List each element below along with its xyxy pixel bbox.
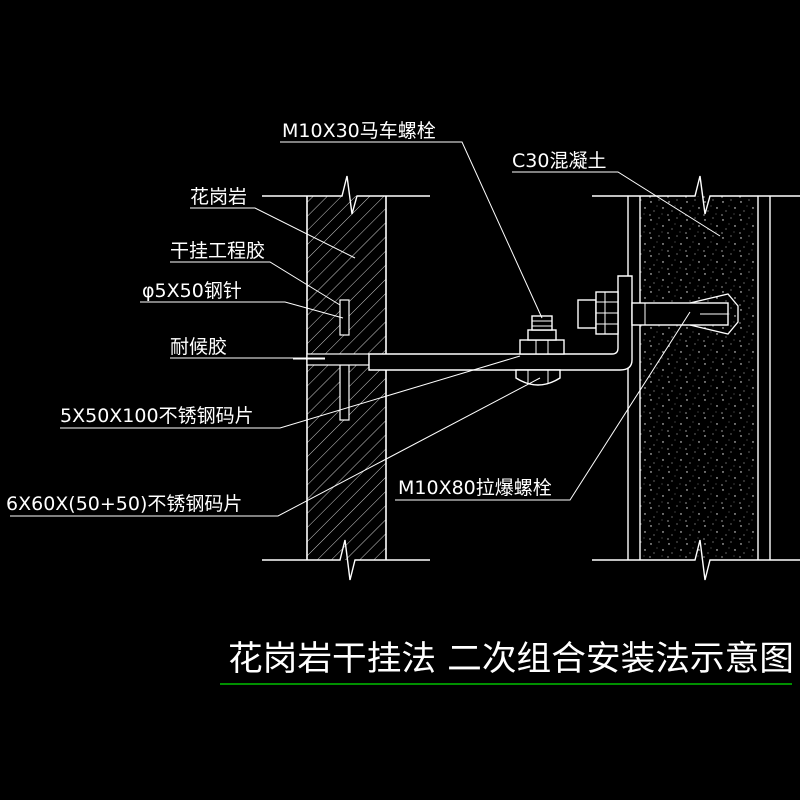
label-clip-plate: 5X50X100不锈钢码片: [60, 405, 254, 427]
angle-plate: [368, 275, 633, 371]
label-concrete: C30混凝土: [512, 150, 606, 172]
label-granite: 花岗岩: [190, 186, 247, 208]
label-steel-pin: φ5X50钢针: [142, 280, 242, 302]
label-dry-hang-adhesive: 干挂工程胶: [170, 240, 265, 262]
granite-panel: [262, 175, 430, 581]
carriage-bolt: [515, 315, 565, 386]
label-angle-plate: 6X60X(50+50)不锈钢码片: [6, 493, 242, 515]
clip-plate: [293, 353, 370, 366]
drawing-title: 花岗岩干挂法 二次组合安装法示意图: [228, 639, 794, 679]
label-weather-sealant: 耐候胶: [170, 336, 227, 358]
leader-lines: [10, 141, 721, 517]
concrete-wall: [592, 175, 800, 581]
expansion-bolt: [577, 291, 739, 335]
label-carriage-bolt: M10X30马车螺栓: [282, 120, 436, 142]
label-expansion-bolt: M10X80拉爆螺栓: [398, 477, 552, 499]
